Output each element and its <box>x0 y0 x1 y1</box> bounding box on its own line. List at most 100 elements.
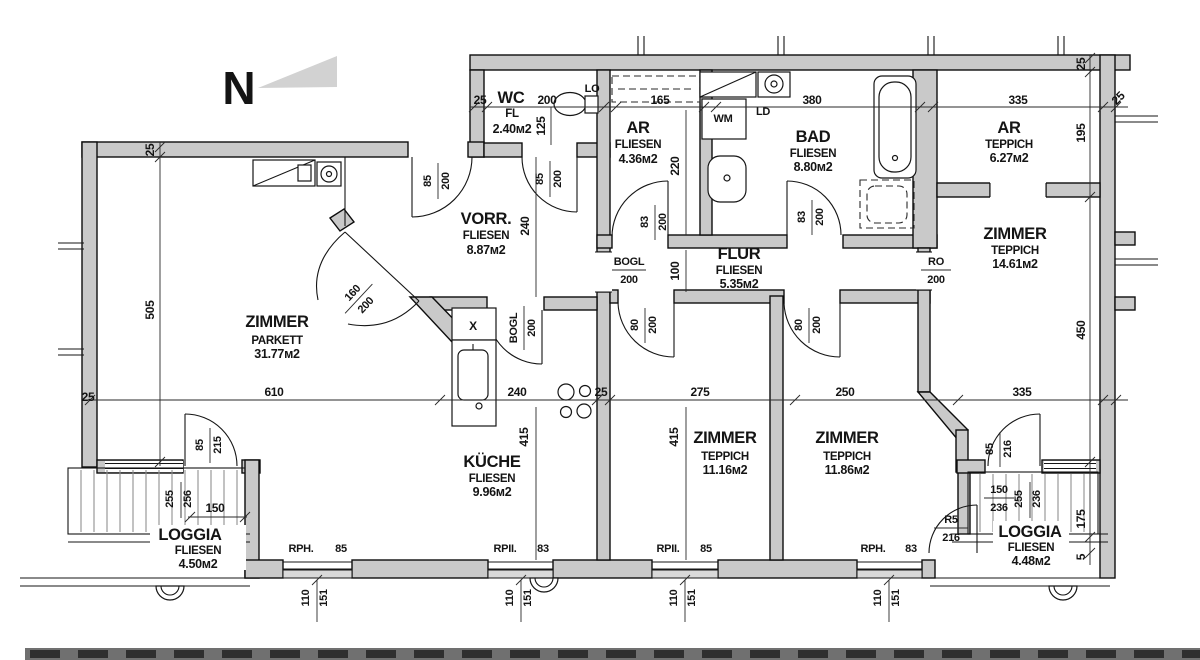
bottom-window-4 <box>856 561 923 579</box>
room-kueche-floor: FLIESEN <box>469 473 515 485</box>
room-vorr-area: 8.87м2 <box>467 243 506 257</box>
svg-text:236: 236 <box>990 502 1008 514</box>
svg-text:80: 80 <box>629 319 641 331</box>
svg-text:200: 200 <box>552 170 564 188</box>
dim-ar-220: 220 <box>668 156 682 176</box>
window-labels: 255 256 150 236 255 236 RPH. 85 110 151 … <box>164 482 1043 607</box>
room-ar-right-floor: TEPPICH <box>985 139 1033 151</box>
dim-zimmer-415: 415 <box>667 427 681 447</box>
room-zimmer-parkett-area: 31.77м2 <box>254 347 300 361</box>
dim-mid-250: 250 <box>835 385 855 399</box>
room-zimmer-ne-name: ZIMMER <box>983 225 1047 243</box>
bad-cabinet <box>699 71 791 98</box>
axis-marks <box>58 36 1158 356</box>
room-wc-area: 2.40м2 <box>493 122 532 136</box>
window-label-bottom-4: RPH. 83 110 151 <box>860 543 917 607</box>
svg-text:RPH.: RPH. <box>860 543 885 555</box>
room-kueche-area: 9.96м2 <box>473 485 512 499</box>
svg-text:216: 216 <box>1002 440 1014 458</box>
dim-left-505: 505 <box>143 300 157 320</box>
room-loggia-right-name: LOGGIA <box>998 523 1062 541</box>
room-zimmer-mid1-floor: TEPPICH <box>701 451 749 463</box>
svg-text:83: 83 <box>537 543 549 555</box>
svg-text:216: 216 <box>942 532 960 544</box>
svg-text:200: 200 <box>440 172 452 190</box>
door-label-wc: 85 200 <box>534 161 564 197</box>
room-loggia-left-name: LOGGIA <box>158 526 222 544</box>
room-bad: BAD FLIESEN 8.80м2 <box>790 128 837 174</box>
door-labels: 85 200 85 200 83 200 83 200 80 200 80 20… <box>194 161 1014 544</box>
svg-text:200: 200 <box>647 316 659 334</box>
svg-text:200: 200 <box>657 213 669 231</box>
dim-top-335: 335 <box>1008 93 1028 107</box>
svg-text:200: 200 <box>811 316 823 334</box>
dim-right-175: 175 <box>1074 509 1088 529</box>
room-flur-area: 5.35м2 <box>720 277 759 291</box>
dim-mid-240: 240 <box>507 385 527 399</box>
room-ar-right-area: 6.27м2 <box>990 151 1029 165</box>
svg-text:83: 83 <box>905 543 917 555</box>
room-kueche: KÜCHE FLIESEN 9.96м2 <box>463 452 521 499</box>
north-arrow-triangle <box>258 56 337 88</box>
svg-text:215: 215 <box>212 436 224 454</box>
window-label-bottom-1: RPH. 85 110 151 <box>288 543 347 607</box>
room-zimmer-parkett-name: ZIMMER <box>245 313 309 331</box>
room-ar-left-name: AR <box>626 119 650 137</box>
window-label-loggia-right-pair: 255 236 <box>1013 482 1043 518</box>
bottom-window-1 <box>282 561 353 579</box>
bathtub <box>873 75 917 179</box>
room-flur: FLUR FLIESEN 5.35м2 <box>716 245 763 291</box>
dim-right-195: 195 <box>1074 123 1088 143</box>
svg-text:RPII.: RPII. <box>657 543 680 555</box>
room-zimmer-mid2: ZIMMER TEPPICH 11.86м2 <box>815 429 879 477</box>
svg-text:110: 110 <box>872 589 884 606</box>
svg-text:85: 85 <box>422 175 434 187</box>
dim-mid-275: 275 <box>690 385 710 399</box>
label-lo: LO <box>585 83 600 95</box>
svg-text:151: 151 <box>686 589 698 607</box>
room-zimmer-parkett-floor: PARKETT <box>251 335 303 347</box>
svg-text:RPII.: RPII. <box>494 543 517 555</box>
dim-mid-25-left: 25 <box>82 390 95 404</box>
door-label-kueche: BOGL 200 <box>508 306 538 350</box>
room-wc-name: WC <box>498 89 525 107</box>
svg-text:85: 85 <box>194 439 206 451</box>
room-zimmer-ne-area: 14.61м2 <box>992 257 1038 271</box>
door-label-bad: 83 200 <box>796 200 826 235</box>
window-label-loggia-left-pair: 255 256 <box>164 482 194 518</box>
svg-text:110: 110 <box>668 589 680 606</box>
dim-top-380: 380 <box>802 93 822 107</box>
room-flur-floor: FLIESEN <box>716 265 762 277</box>
window-label-bottom-3: RPII. 85 110 151 <box>657 543 713 607</box>
drain-left <box>155 585 185 601</box>
room-zimmer-mid1-area: 11.16м2 <box>703 463 748 477</box>
svg-text:85: 85 <box>700 543 712 555</box>
room-bad-name: BAD <box>796 128 831 146</box>
dim-top-25: 25 <box>474 93 487 107</box>
dim-flur-100: 100 <box>668 261 682 281</box>
dim-vorr-240: 240 <box>518 216 532 236</box>
svg-text:BOGL: BOGL <box>508 312 520 343</box>
dim-left-25: 25 <box>143 143 157 156</box>
svg-text:160: 160 <box>343 283 364 304</box>
room-ar-left: AR FLIESEN 4.36м2 <box>615 119 662 166</box>
svg-text:150: 150 <box>990 484 1008 496</box>
room-loggia-right-area: 4.48м2 <box>1012 554 1051 568</box>
svg-text:151: 151 <box>890 589 902 607</box>
svg-text:236: 236 <box>1031 490 1043 508</box>
bottom-window-3 <box>651 561 719 579</box>
svg-text:R5: R5 <box>944 514 958 526</box>
door-label-ar: 83 200 <box>639 205 669 240</box>
room-loggia-right-floor: FLIESEN <box>1008 542 1054 554</box>
dim-mid-610: 610 <box>264 385 284 399</box>
room-wc-floor: FL <box>505 108 519 120</box>
dim-mid-25: 25 <box>595 385 608 399</box>
room-wc: WC FL 2.40м2 <box>493 89 532 136</box>
room-kueche-name: KÜCHE <box>463 452 520 471</box>
door-label-zimmer1: 80 200 <box>629 308 659 343</box>
room-zimmer-ne-floor: TEPPICH <box>991 245 1039 257</box>
room-ar-left-floor: FLIESEN <box>615 139 661 151</box>
svg-text:80: 80 <box>793 319 805 331</box>
